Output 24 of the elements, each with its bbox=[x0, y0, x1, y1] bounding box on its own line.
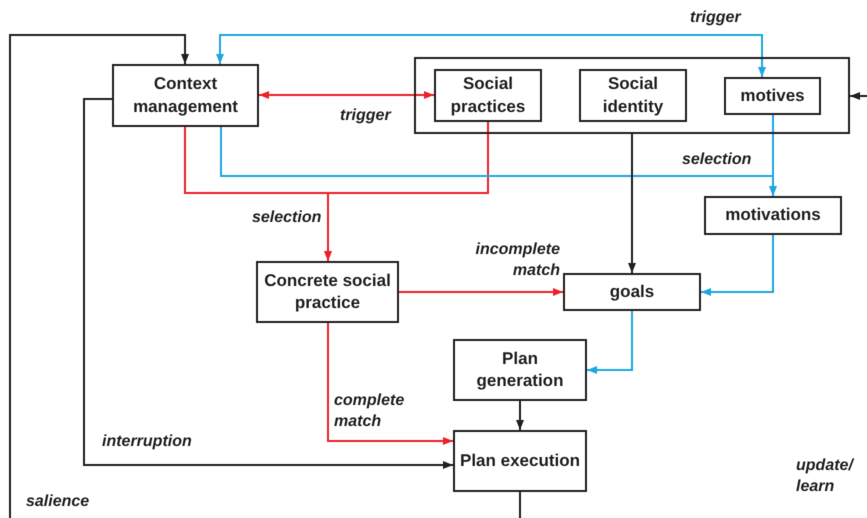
arrow bbox=[259, 91, 434, 99]
process-box: Social practices bbox=[434, 69, 542, 122]
connector-line bbox=[519, 492, 521, 518]
arrow bbox=[701, 235, 774, 296]
process-box: motives bbox=[724, 77, 821, 115]
process-box: motivations bbox=[704, 196, 842, 235]
arrow bbox=[327, 323, 453, 445]
process-box: Context management bbox=[112, 64, 259, 127]
arrow bbox=[587, 311, 633, 374]
arrow bbox=[216, 34, 766, 77]
arrow bbox=[83, 98, 453, 469]
process-box: Social identity bbox=[579, 69, 687, 122]
arrow bbox=[9, 34, 189, 518]
arrow bbox=[628, 134, 636, 273]
arrow bbox=[324, 122, 489, 261]
process-box: Plan generation bbox=[453, 339, 587, 401]
group-box bbox=[414, 57, 850, 134]
process-box: Plan execution bbox=[453, 430, 587, 492]
arrow bbox=[399, 288, 563, 296]
arrow bbox=[516, 401, 524, 430]
process-box: Concrete social practice bbox=[256, 261, 399, 323]
process-box: goals bbox=[563, 273, 701, 311]
arrow bbox=[850, 92, 867, 100]
arrow bbox=[769, 115, 777, 196]
